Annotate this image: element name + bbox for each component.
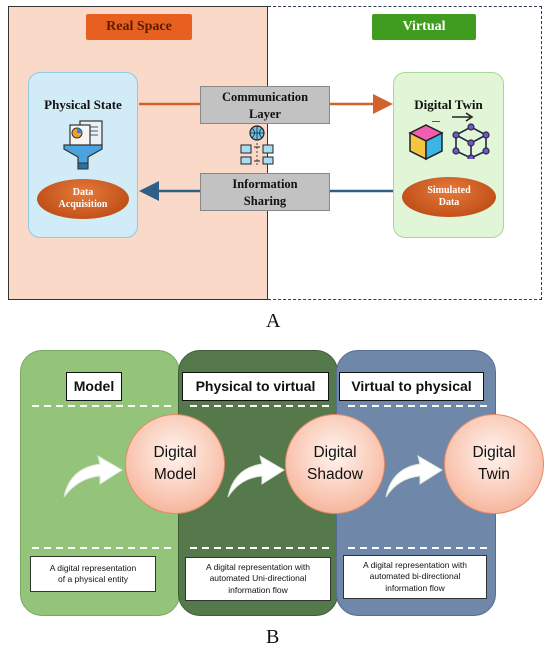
stage-title-model: Model <box>66 372 122 401</box>
data-funnel-icon <box>63 120 103 170</box>
model-description: A digital representation of a physical e… <box>30 556 156 592</box>
curved-arrow-icon-1 <box>63 454 123 498</box>
real-space-label: Real Space <box>86 14 192 40</box>
curved-arrow-icon-2 <box>227 454 285 498</box>
virtual-space-label: Virtual Space <box>372 14 476 60</box>
network-exchange-icon <box>240 125 274 165</box>
caption-a: A <box>266 310 281 332</box>
curved-arrow-icon-3 <box>385 454 443 498</box>
digital-shadow-circle: Digital Shadow <box>285 414 385 514</box>
stage-title-virtual-to-physical: Virtual to physical <box>339 372 484 401</box>
physical-state-box: Physical State Data Acquisition <box>28 72 138 238</box>
twin-description: A digital representation with automated … <box>343 555 487 599</box>
data-acquisition-pill: Data Acquisition <box>37 179 129 219</box>
digital-model-circle: Digital Model <box>125 414 225 514</box>
physical-state-title: Physical State <box>44 97 122 112</box>
cube-icon <box>408 121 444 161</box>
information-sharing-label: Information Sharing <box>200 173 330 211</box>
digital-twin-circle: Digital Twin <box>444 414 544 514</box>
digital-twin-box: Digital Twin Simulated Data <box>393 72 504 238</box>
caption-b: B <box>266 626 280 648</box>
stage-title-physical-to-virtual: Physical to virtual <box>182 372 329 401</box>
digital-twin-title: Digital Twin <box>414 97 483 112</box>
communication-layer-label: Communication Layer <box>200 86 330 124</box>
shadow-description: A digital representation with automated … <box>185 557 331 601</box>
graph-cube-icon <box>452 112 490 159</box>
simulated-data-pill: Simulated Data <box>402 177 496 217</box>
panel-a-arrows <box>139 94 393 201</box>
